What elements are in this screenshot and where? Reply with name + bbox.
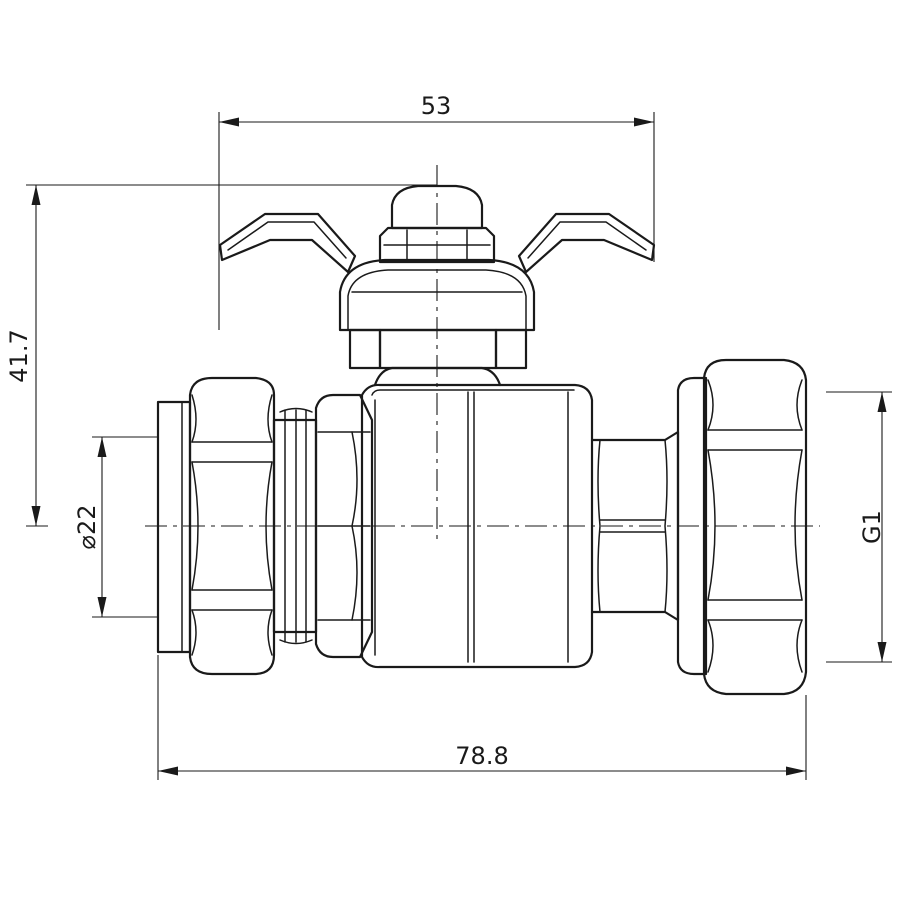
valve-stem — [348, 328, 528, 387]
spindle-cap-nut — [378, 184, 496, 264]
left-collar-hex — [314, 393, 374, 659]
dimension-thread — [826, 391, 892, 663]
dimension-handle-width — [218, 112, 655, 330]
left-pipe-end — [156, 400, 192, 654]
dimension-height — [26, 184, 437, 527]
label-handle-width: 53 — [421, 92, 452, 120]
right-union-nut — [676, 358, 808, 696]
dimension-overall-length — [157, 655, 807, 780]
label-pipe-diameter: ⌀22 — [73, 505, 101, 550]
left-compression-nut — [188, 376, 276, 676]
valve-body — [360, 383, 594, 669]
label-overall-length: 78.8 — [455, 742, 508, 770]
label-thread: G1 — [858, 510, 886, 544]
label-height: 41.7 — [5, 329, 33, 382]
dimension-pipe-diameter — [92, 436, 158, 618]
butterfly-handle — [218, 212, 656, 332]
